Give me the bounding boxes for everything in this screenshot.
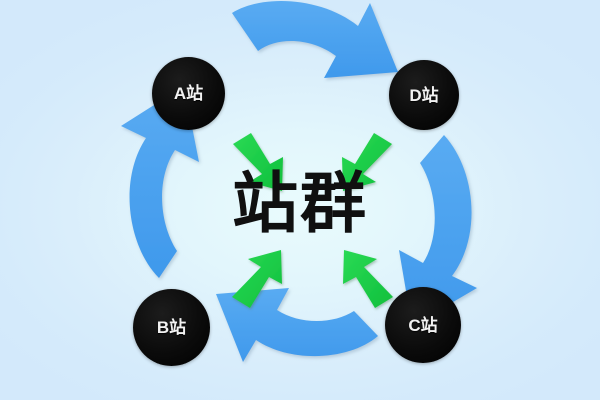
- node-a-station[interactable]: A站: [152, 57, 225, 130]
- node-d-station[interactable]: D站: [389, 60, 459, 130]
- inward-arrow-bottom-left: [232, 250, 282, 308]
- inward-arrow-top-right: [342, 133, 392, 191]
- cycle-arrow-bottom: [216, 288, 378, 362]
- node-a-label: A站: [173, 84, 204, 103]
- center-title: 站群: [232, 165, 368, 242]
- node-b-label: B站: [156, 318, 187, 337]
- cycle-arrow-top: [232, 0, 398, 78]
- node-d-label: D站: [409, 85, 439, 105]
- node-c-station[interactable]: C站: [385, 287, 461, 363]
- inward-arrow-bottom-right: [343, 250, 393, 308]
- inward-arrow-top-left: [233, 133, 283, 191]
- cycle-arrow-left: [121, 86, 199, 278]
- node-b-station[interactable]: B站: [133, 289, 210, 366]
- cycle-arrow-right: [399, 135, 477, 326]
- node-c-label: C站: [408, 315, 438, 335]
